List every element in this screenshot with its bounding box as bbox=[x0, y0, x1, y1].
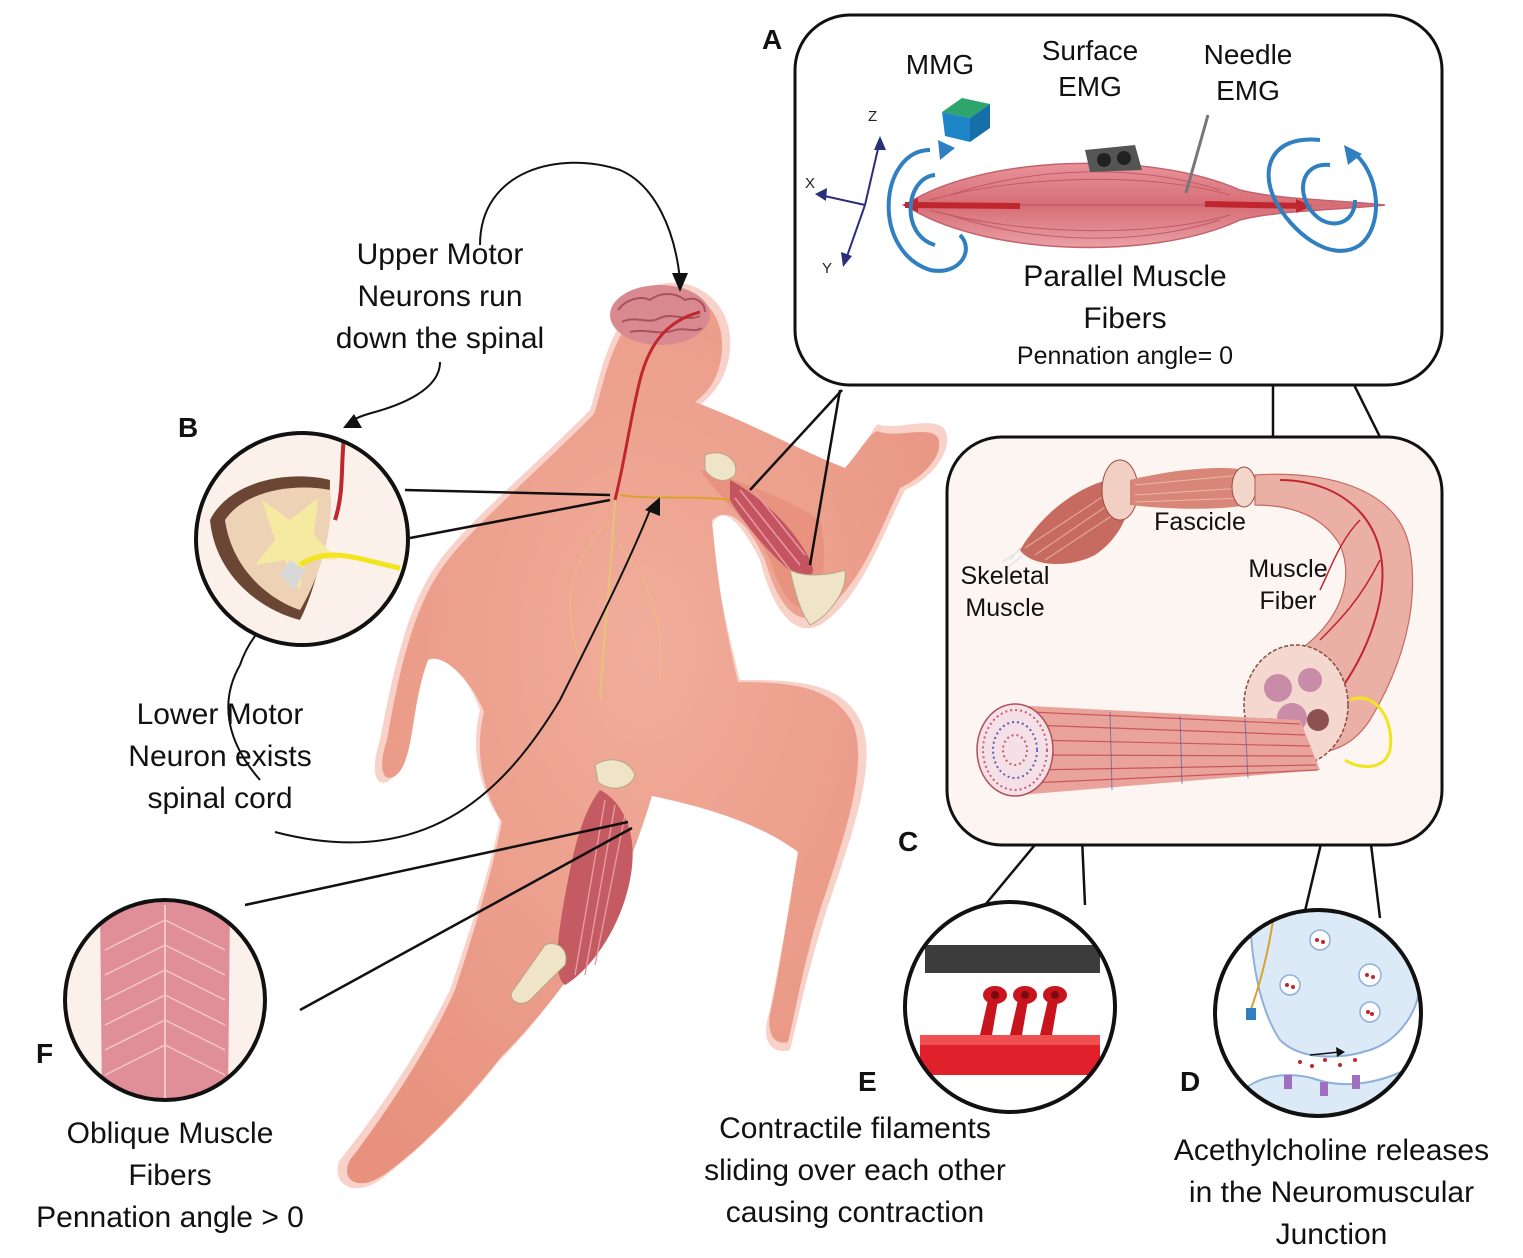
muscle-fiber-line1: Muscle bbox=[1248, 555, 1328, 583]
muscle-fiber-label: Muscle Fiber bbox=[1228, 553, 1348, 617]
panel-letter-a: A bbox=[762, 24, 783, 55]
axis-label-y: Y bbox=[822, 260, 833, 277]
panel-f-caption-line2: Fibers bbox=[128, 1159, 212, 1192]
panel-e-caption-line2: sliding over each other bbox=[704, 1154, 1006, 1187]
panel-e-caption: Contractile filaments sliding over each … bbox=[665, 1108, 1045, 1234]
panel-f-caption-line3: Pennation angle > 0 bbox=[36, 1201, 304, 1234]
field-loops-right bbox=[1266, 137, 1378, 253]
panel-d bbox=[1213, 908, 1423, 1118]
panel-f bbox=[63, 898, 267, 1102]
panel-e-caption-line1: Contractile filaments bbox=[719, 1112, 991, 1145]
lower-motor-line2: Neuron exists bbox=[128, 740, 312, 773]
xyz-axes bbox=[819, 139, 881, 263]
panel-e bbox=[903, 900, 1117, 1114]
surface-emg-label-line1: Surface bbox=[1041, 35, 1139, 66]
needle-emg-label-line2: EMG bbox=[1216, 75, 1280, 106]
upper-motor-line2: Neurons run bbox=[357, 280, 523, 313]
panel-letter-c: C bbox=[898, 826, 919, 857]
skeletal-muscle-line2: Muscle bbox=[965, 594, 1045, 622]
skeletal-muscle-label: Skeletal Muscle bbox=[945, 560, 1065, 624]
needle-emg-label-line1: Needle bbox=[1203, 39, 1293, 70]
parallel-fibers-label: Parallel Muscle Fibers bbox=[985, 256, 1265, 340]
fascicle-label: Fascicle bbox=[1154, 508, 1246, 536]
mmg-sensor-cube bbox=[942, 98, 990, 142]
panel-letter-e: E bbox=[858, 1066, 877, 1097]
surface-emg-electrode bbox=[1085, 145, 1142, 172]
pennation-zero-label: Pennation angle= 0 bbox=[1016, 342, 1234, 370]
brain bbox=[610, 285, 710, 345]
panel-letter-f: F bbox=[36, 1038, 54, 1069]
field-loops-left bbox=[886, 148, 968, 273]
lower-motor-line3: spinal cord bbox=[147, 782, 293, 815]
panel-d-caption: Acethylcholine releases in the Neuromusc… bbox=[1140, 1130, 1523, 1256]
human-figure bbox=[337, 282, 948, 1189]
panel-f-caption: Oblique Muscle Fibers Pennation angle > … bbox=[10, 1113, 330, 1239]
panel-f-caption-line1: Oblique Muscle bbox=[66, 1117, 274, 1150]
skeletal-muscle-line1: Skeletal bbox=[960, 562, 1050, 590]
panel-b bbox=[194, 431, 410, 647]
panel-c bbox=[945, 435, 1444, 847]
surface-emg-label-line2: EMG bbox=[1058, 71, 1122, 102]
arm-biceps bbox=[704, 452, 846, 626]
panel-letter-d: D bbox=[1180, 1066, 1201, 1097]
axis-label-x: X bbox=[805, 175, 816, 192]
axis-label-z: Z bbox=[868, 108, 878, 125]
panel-e-caption-line3: causing contraction bbox=[725, 1196, 985, 1229]
upper-motor-line3: down the spinal bbox=[335, 322, 545, 355]
lower-motor-line1: Lower Motor bbox=[136, 698, 304, 731]
parallel-fibers-line1: Parallel Muscle bbox=[1023, 260, 1227, 293]
upper-motor-neurons-label: Upper Motor Neurons run down the spinal bbox=[290, 234, 590, 360]
surface-emg-label: Surface EMG bbox=[1015, 33, 1165, 105]
needle-emg-needle bbox=[1184, 114, 1210, 194]
panel-d-caption-line3: Junction bbox=[1275, 1218, 1388, 1251]
panel-a bbox=[793, 13, 1444, 387]
upper-motor-line1: Upper Motor bbox=[356, 238, 524, 271]
lower-motor-neuron-label: Lower Motor Neuron exists spinal cord bbox=[75, 694, 365, 820]
panel-d-caption-line1: Acethylcholine releases bbox=[1173, 1134, 1490, 1167]
muscle-fiber-line2: Fiber bbox=[1259, 587, 1317, 615]
panel-letter-b: B bbox=[178, 412, 199, 443]
panel-d-caption-line2: in the Neuromuscular bbox=[1188, 1176, 1475, 1209]
mmg-label: MMG bbox=[905, 49, 975, 80]
parallel-fibers-line2: Fibers bbox=[1083, 302, 1167, 335]
needle-emg-label: Needle EMG bbox=[1178, 37, 1318, 109]
